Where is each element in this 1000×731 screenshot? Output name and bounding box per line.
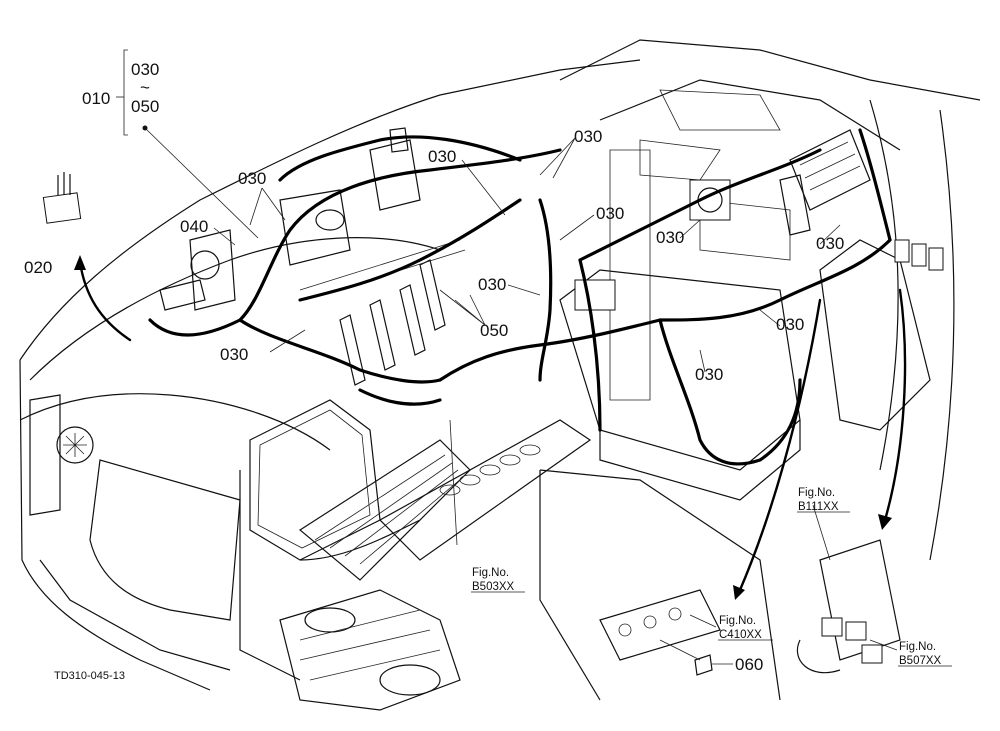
bolt-060 [599,589,721,676]
fig-ref-code: B111XX [798,501,839,513]
fuel-injection-pump [159,127,421,311]
callout-030: 030 [428,147,456,166]
engine-block [279,589,461,711]
main-wiring-harness [148,128,892,466]
range-tilde: ~ [140,78,150,97]
connector-cluster-right [574,179,944,311]
fig-ref-label: Fig.No. [719,615,756,627]
callout-030: 030 [816,234,844,253]
callout-040: 040 [180,217,208,236]
callout-030: 030 [695,365,723,384]
reference-arrows [74,255,907,600]
callout-050: 050 [480,321,508,340]
group-range-label: 010 030 ~ 050 [82,60,159,116]
callout-030: 030 [776,315,804,334]
callout-010: 010 [82,89,110,108]
fig-ref-underlines [471,511,952,667]
fig-ref-label: Fig.No. [899,641,936,653]
tractor-bonnet-outline [19,59,641,691]
relay-020 [42,172,82,224]
callout-030-range-start: 030 [131,60,159,79]
injector-row [299,239,466,386]
radiator-grille [298,419,592,581]
fig-ref-code: C410XX [719,629,762,641]
fig-ref-label: Fig.No. [798,487,835,499]
fig-ref-label: Fig.No. [472,567,509,579]
drawing-number: TD310-045-13 [54,670,125,682]
fig-ref-b507[interactable]: Fig.No. B507XX [899,641,942,667]
fig-ref-b111[interactable]: Fig.No. B111XX [798,487,839,513]
fig-ref-code: B507XX [899,655,942,667]
callout-030: 030 [574,127,602,146]
callout-020: 020 [24,258,52,277]
leader-lines [116,49,898,665]
fig-ref-c410[interactable]: Fig.No. C410XX [719,615,762,641]
callout-030: 030 [220,345,248,364]
callout-030: 030 [478,275,506,294]
callout-050-range-end: 050 [131,97,159,116]
callout-030: 030 [656,228,684,247]
callout-030: 030 [596,204,624,223]
callout-030: 030 [238,169,266,188]
fig-ref-b503[interactable]: Fig.No. B503XX [472,567,515,593]
ecu-module [779,129,871,236]
callout-060: 060 [735,655,763,674]
operator-frame [539,39,981,701]
connector-block-b507 [796,539,901,674]
fig-ref-code: B503XX [472,581,515,593]
